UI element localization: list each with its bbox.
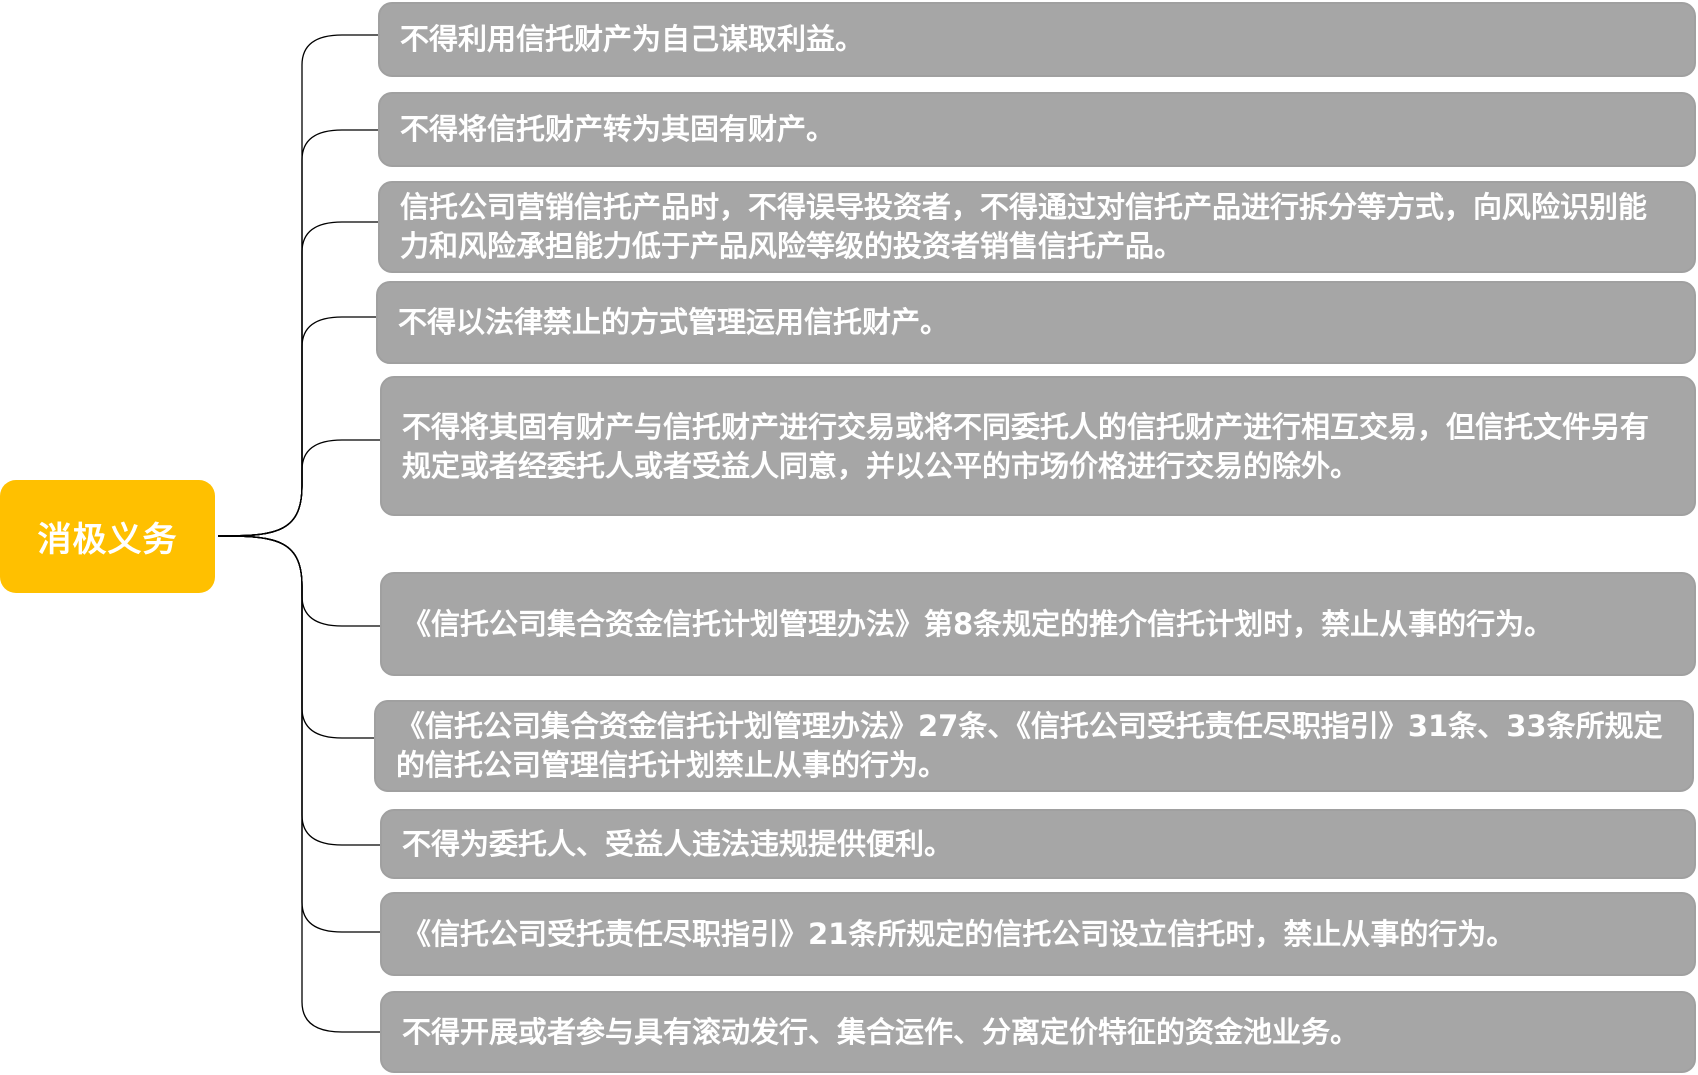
branch-item: 不得开展或者参与具有滚动发行、集合运作、分离定价特征的资金池业务。 (380, 991, 1696, 1073)
branch-item-text: 不得将信托财产转为其固有财产。 (400, 112, 836, 146)
branch-item: 不得将信托财产转为其固有财产。 (378, 92, 1696, 167)
connector-line (217, 439, 380, 537)
branch-item-text: 不得为委托人、受益人违法违规提供便利。 (402, 826, 954, 861)
root-label: 消极义务 (37, 520, 178, 560)
connector-line (217, 535, 380, 846)
branch-item-text: 《信托公司受托责任尽职指引》21条所规定的信托公司设立信托时，禁止从事的行为。 (402, 916, 1516, 951)
branch-item-text: 《信托公司集合资金信托计划管理办法》27条、《信托公司受托责任尽职指引》31条、… (396, 709, 1663, 782)
branch-item: 《信托公司集合资金信托计划管理办法》27条、《信托公司受托责任尽职指引》31条、… (374, 700, 1694, 792)
branch-item-text: 信托公司营销信托产品时，不得误导投资者，不得通过对信托产品进行拆分等方式，向风险… (400, 190, 1648, 263)
branch-item: 信托公司营销信托产品时，不得误导投资者，不得通过对信托产品进行拆分等方式，向风险… (378, 181, 1696, 273)
connector-line (217, 129, 378, 537)
branch-item: 不得为委托人、受益人违法违规提供便利。 (380, 809, 1696, 879)
root-node: 消极义务 (0, 480, 215, 593)
branch-item-text: 不得开展或者参与具有滚动发行、集合运作、分离定价特征的资金池业务。 (402, 1014, 1360, 1049)
connector-line (217, 316, 376, 537)
branch-item-text: 《信托公司集合资金信托计划管理办法》第8条规定的推介信托计划时，禁止从事的行为。 (402, 606, 1554, 641)
branch-item: 不得将其固有财产与信托财产进行交易或将不同委托人的信托财产进行相互交易，但信托文… (380, 376, 1696, 516)
connector-line (217, 535, 380, 627)
connector-line (217, 535, 374, 739)
branch-item: 《信托公司集合资金信托计划管理办法》第8条规定的推介信托计划时，禁止从事的行为。 (380, 572, 1696, 676)
connector-line (217, 221, 378, 537)
branch-item-text: 不得利用信托财产为自己谋取利益。 (400, 22, 865, 56)
connector-line (217, 34, 378, 537)
connector-line (217, 535, 380, 1033)
branch-item-text: 不得以法律禁止的方式管理运用信托财产。 (398, 305, 950, 339)
branch-item: 《信托公司受托责任尽职指引》21条所规定的信托公司设立信托时，禁止从事的行为。 (380, 892, 1696, 976)
connector-line (217, 535, 380, 933)
branch-item-text: 不得将其固有财产与信托财产进行交易或将不同委托人的信托财产进行相互交易，但信托文… (402, 410, 1650, 483)
branch-item: 不得利用信托财产为自己谋取利益。 (378, 2, 1696, 77)
branch-item: 不得以法律禁止的方式管理运用信托财产。 (376, 281, 1696, 364)
